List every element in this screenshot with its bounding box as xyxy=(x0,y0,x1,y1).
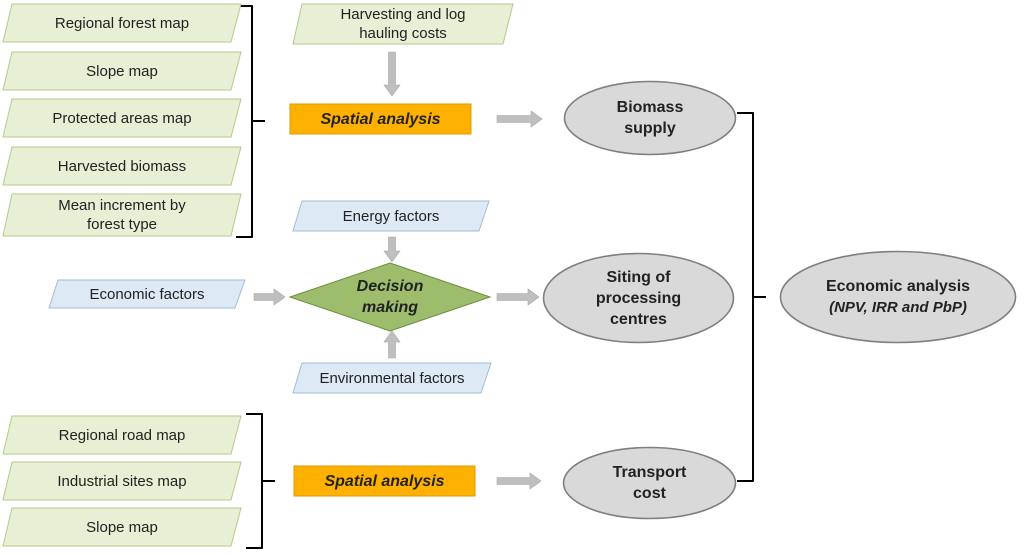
economic-merge-bracket xyxy=(737,112,766,482)
economic-analysis-node-text-group: Economic analysis (NPV, IRR and PbP) xyxy=(826,276,970,318)
protected-areas-map-box-label: Protected areas map xyxy=(52,109,192,127)
regional-road-map-box: Regional road map xyxy=(2,415,242,455)
mean-increment-box: Mean increment by forest type xyxy=(2,193,242,237)
harvesting-costs-box-shape xyxy=(292,3,514,45)
slope-map-box-label: Slope map xyxy=(86,62,158,80)
spatial-analysis-top-box-label: Spatial analysis xyxy=(320,110,441,128)
siting-node-label: Siting of processing centres xyxy=(595,268,682,328)
economic-factors-box-shape xyxy=(48,279,246,309)
mean-increment-box-shape xyxy=(2,193,242,237)
arrow-env-to-decision xyxy=(383,330,401,359)
industrial-sites-map-box: Industrial sites map xyxy=(2,461,242,501)
transport-cost-node-shape xyxy=(562,446,737,520)
economic-analysis-node-label: Economic analysis xyxy=(825,278,971,295)
regional-road-map-box-label: Regional road map xyxy=(58,426,186,444)
economic-analysis-node-shape xyxy=(779,250,1017,344)
transport-cost-node: Transport cost xyxy=(562,446,737,520)
arrow-spatial-to-biomass xyxy=(496,110,543,128)
environmental-factors-box-label: Environmental factors xyxy=(319,369,465,387)
environmental-factors-box-shape xyxy=(292,362,492,394)
economic-analysis-node-sublabel: (NPV, IRR and PbP) xyxy=(829,299,967,316)
transport-cost-node-label: Transport cost xyxy=(612,464,687,502)
energy-factors-box-shape xyxy=(292,200,490,232)
harvested-biomass-box-shape xyxy=(2,146,242,186)
industrial-sites-map-box-shape xyxy=(2,461,242,501)
biomass-supply-node-shape xyxy=(563,80,737,156)
top-inputs-bracket xyxy=(236,5,265,238)
economic-factors-box-label: Economic factors xyxy=(89,285,205,303)
regional-forest-map-box: Regional forest map xyxy=(2,3,242,43)
arrow-economic-to-decision xyxy=(253,288,286,306)
industrial-sites-map-box-label: Industrial sites map xyxy=(57,472,187,490)
regional-road-map-box-shape xyxy=(2,415,242,455)
spatial-analysis-bottom-box: Spatial analysis xyxy=(293,465,476,497)
arrow-costs-to-spatial xyxy=(383,51,401,97)
spatial-analysis-top-box-shape xyxy=(289,103,472,135)
economic-analysis-node-text: Economic analysis (NPV, IRR and PbP) xyxy=(779,250,1017,344)
protected-areas-map-box-shape xyxy=(2,98,242,138)
protected-areas-map-box: Protected areas map xyxy=(2,98,242,138)
arrow-energy-to-decision xyxy=(383,236,401,263)
harvested-biomass-box-label: Harvested biomass xyxy=(57,157,187,175)
energy-factors-box-label: Energy factors xyxy=(342,207,440,225)
spatial-analysis-bottom-box-shape xyxy=(293,465,476,497)
environmental-factors-box: Environmental factors xyxy=(292,362,492,394)
decision-making-node: Decision making xyxy=(288,262,492,332)
energy-factors-box: Energy factors xyxy=(292,200,490,232)
siting-node-shape xyxy=(542,252,735,344)
regional-forest-map-box-shape xyxy=(2,3,242,43)
regional-forest-map-box-label: Regional forest map xyxy=(54,14,190,32)
arrow-spatial-to-transport xyxy=(496,472,542,490)
slope-map-bottom-box-shape xyxy=(2,507,242,547)
spatial-analysis-bottom-box-label: Spatial analysis xyxy=(324,472,445,490)
slope-map-box-shape xyxy=(2,51,242,91)
decision-making-node-label: Decision making xyxy=(356,278,424,316)
mean-increment-box-label: Mean increment by forest type xyxy=(58,197,186,233)
biomass-supply-node-label: Biomass supply xyxy=(616,99,684,137)
harvesting-costs-box-label: Harvesting and log hauling costs xyxy=(340,6,466,42)
bottom-inputs-bracket xyxy=(246,413,275,549)
arrow-decision-to-siting xyxy=(496,288,540,306)
biomass-supply-node: Biomass supply xyxy=(563,80,737,156)
slope-map-bottom-box-label: Slope map xyxy=(86,518,158,536)
economic-factors-box: Economic factors xyxy=(48,279,246,309)
spatial-analysis-top-box: Spatial analysis xyxy=(289,103,472,135)
economic-analysis-node: Economic analysis (NPV, IRR and PbP) xyxy=(779,250,1017,344)
harvesting-costs-box: Harvesting and log hauling costs xyxy=(292,3,514,45)
decision-making-node-shape xyxy=(288,262,492,332)
siting-node: Siting of processing centres xyxy=(542,252,735,344)
harvested-biomass-box: Harvested biomass xyxy=(2,146,242,186)
slope-map-bottom-box: Slope map xyxy=(2,507,242,547)
slope-map-box: Slope map xyxy=(2,51,242,91)
